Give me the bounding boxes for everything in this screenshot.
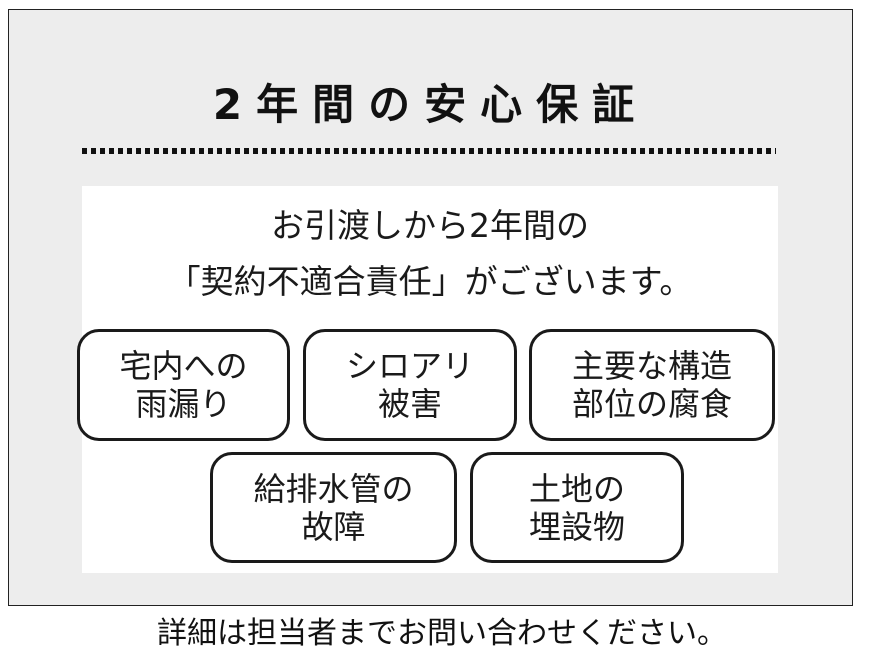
- dotted-divider: [82, 148, 776, 154]
- item-leak-line-2: 雨漏り: [135, 385, 232, 423]
- intro-line-2: 「契約不適合責任」がございます。: [167, 262, 693, 301]
- guarantee-panel: お引渡しから2年間の 「契約不適合責任」がございます。 宅内への 雨漏り シロア…: [77, 186, 778, 573]
- item-plumbing-line-1: 給排水管の: [253, 469, 414, 508]
- item-plumbing: 給排水管の 故障: [210, 452, 457, 563]
- item-leak: 宅内への 雨漏り: [77, 329, 290, 441]
- item-buried: 土地の 埋設物: [470, 452, 684, 563]
- item-structure-line-1: 主要な構造: [571, 347, 732, 385]
- item-buried-line-1: 土地の: [528, 469, 625, 508]
- guarantee-title: 2年間の安心保証: [212, 80, 649, 129]
- footer-note: 詳細は担当者までお問い合わせください。: [157, 616, 727, 651]
- item-leak-line-1: 宅内への: [119, 347, 248, 385]
- item-structure: 主要な構造 部位の腐食: [529, 329, 775, 441]
- item-structure-line-2: 部位の腐食: [571, 385, 732, 423]
- item-termite-line-2: 被害: [377, 385, 442, 423]
- item-plumbing-line-2: 故障: [301, 507, 366, 546]
- item-termite-line-1: シロアリ: [345, 347, 474, 385]
- item-termite: シロアリ 被害: [303, 329, 517, 441]
- intro-text: お引渡しから2年間の 「契約不適合責任」がございます。: [82, 198, 778, 310]
- intro-line-1: お引渡しから2年間の: [271, 206, 589, 245]
- item-buried-line-2: 埋設物: [528, 507, 625, 546]
- guarantee-card: 2年間の安心保証 お引渡しから2年間の 「契約不適合責任」がございます。 宅内へ…: [8, 9, 853, 606]
